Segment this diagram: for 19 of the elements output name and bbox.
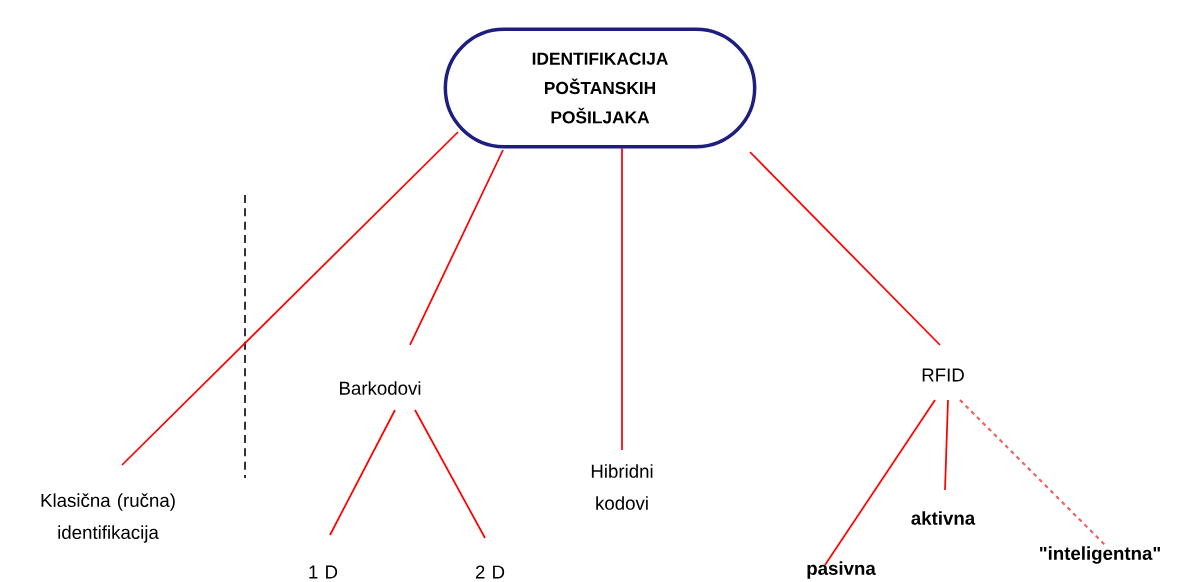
category-label: Barkodovi (340, 381, 421, 395)
terminal-box: IDENTIFIKACIJA POŠTANSKIH POŠILJAKA (443, 27, 757, 149)
category-label: "inteligentna" (1040, 546, 1160, 564)
connector-line (621, 147, 623, 451)
connector-line (121, 131, 459, 466)
connector-line (944, 399, 949, 491)
connector-line (749, 151, 941, 346)
category-label: 1 D (309, 565, 338, 579)
connector-line (329, 409, 396, 536)
connector-line (414, 409, 486, 539)
category-label: Klasična (ručna) identifikacija (41, 493, 175, 543)
category-label: 2 D (475, 565, 505, 579)
connector-line (824, 399, 936, 566)
category-label: pasivna (807, 561, 876, 579)
category-label: Hibridni kodovi (591, 464, 653, 510)
connector-line (959, 399, 1106, 546)
category-label: RFID (922, 368, 964, 382)
category-label: aktivna (911, 511, 976, 525)
connector-line (409, 149, 504, 346)
